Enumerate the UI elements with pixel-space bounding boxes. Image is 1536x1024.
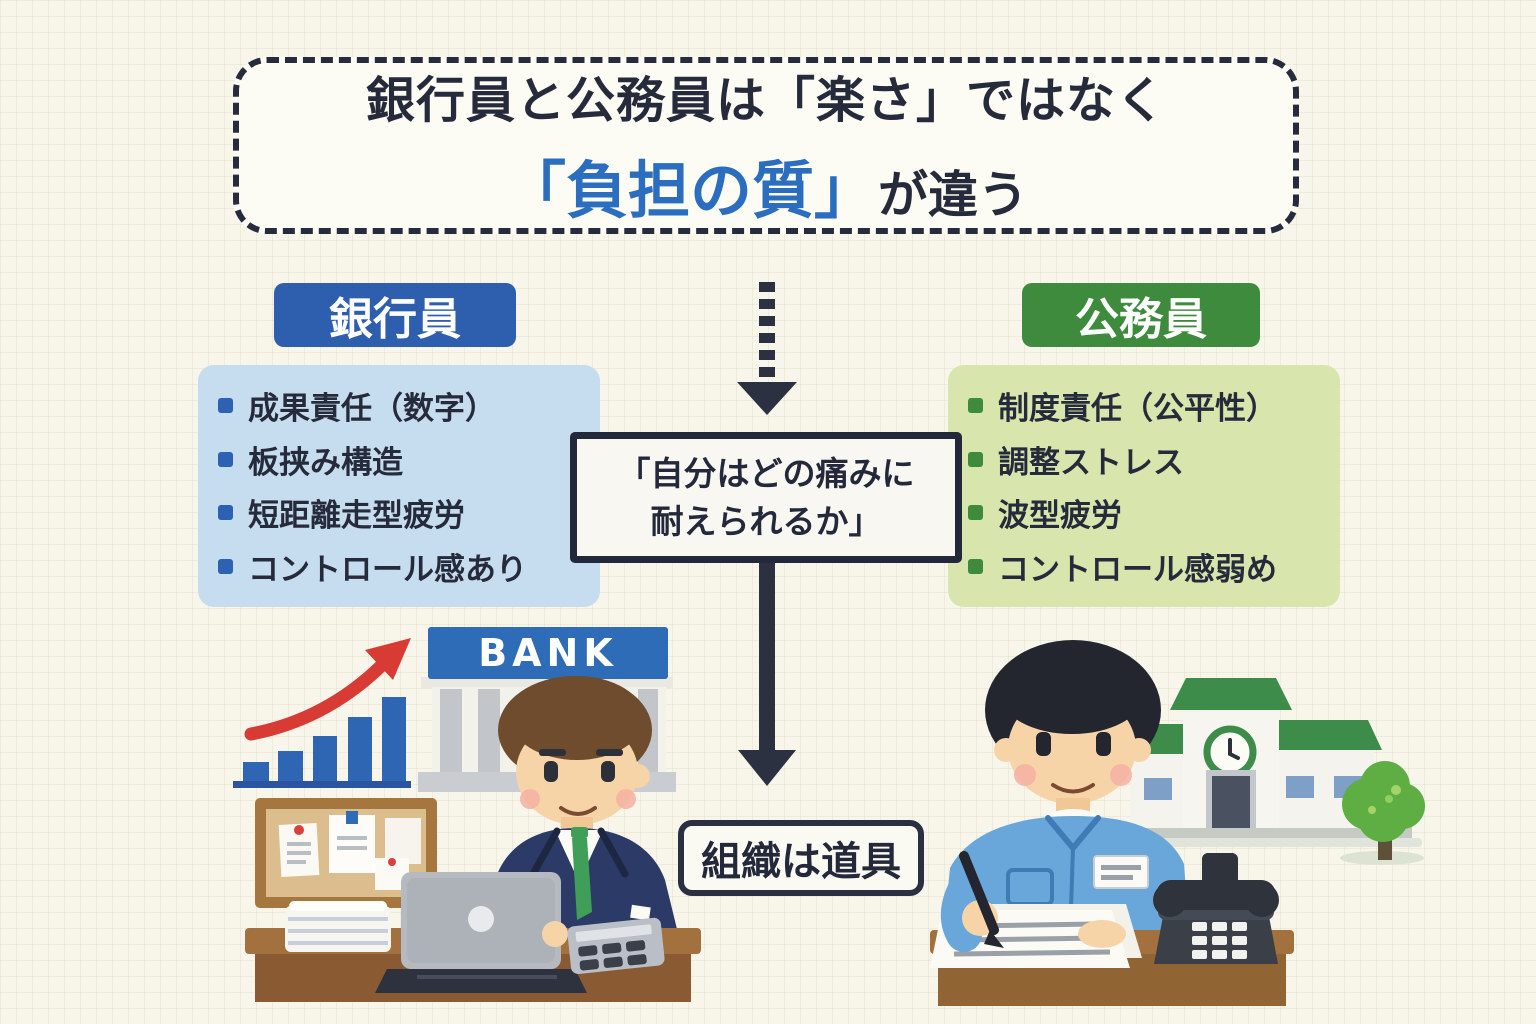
- bank-sign-text: BANK: [478, 631, 618, 675]
- calculator-icon: [567, 917, 665, 974]
- trait-label: 板挟み構造: [248, 444, 403, 481]
- down-dashed-arrow-icon: [737, 282, 797, 415]
- down-solid-arrow-icon: [738, 560, 796, 786]
- banker-scene-illustration: BANK: [233, 627, 701, 1002]
- pen-icon: [959, 851, 1004, 948]
- list-item: コントロール感弱め: [968, 544, 1320, 589]
- trait-label: 短距離走型疲労: [248, 498, 465, 535]
- bullet-square-icon: [218, 505, 233, 521]
- list-item: 波型疲労: [968, 490, 1320, 535]
- trait-label: 成果責任（数字）: [248, 391, 496, 428]
- hand: [542, 921, 568, 947]
- list-item: 成果責任（数字）: [218, 383, 580, 428]
- trait-label: 波型疲労: [998, 498, 1122, 535]
- bank-traits-panel: 成果責任（数字） 板挟み構造 短距離走型疲労 コントロール感あり: [198, 365, 600, 607]
- laptop-icon: [375, 872, 587, 993]
- question-box: 「自分はどの痛みに 耐えられるか」: [570, 432, 962, 563]
- trait-label: 制度責任（公平性）: [998, 391, 1277, 428]
- bullet-square-icon: [968, 398, 983, 414]
- name-tag: [1093, 855, 1149, 889]
- bullet-square-icon: [968, 558, 983, 574]
- title-line2-rest: が違う: [878, 166, 1028, 224]
- bullet-square-icon: [968, 451, 983, 467]
- dashed-arrow-shapes: [737, 282, 797, 415]
- bullet-square-icon: [218, 398, 233, 414]
- title-line1: 銀行員と公務員は「楽さ」ではなく: [365, 72, 1166, 129]
- trait-label: 調整ストレス: [998, 444, 1184, 481]
- question-line2: 耐えられるか」: [650, 501, 882, 541]
- bank-header-badge: 銀行員: [274, 283, 516, 347]
- telephone-icon: [1153, 853, 1279, 964]
- gov-header-badge: 公務員: [1022, 283, 1260, 347]
- title-line2: 「負担の質」 が違う: [504, 140, 1028, 230]
- gov-traits-panel: 制度責任（公平性） 調整ストレス 波型疲労 コントロール感弱め: [948, 365, 1340, 607]
- paper-stack-icon: [285, 901, 391, 952]
- tree-icon: [1340, 761, 1425, 865]
- bulletin-board-icon: [255, 798, 437, 908]
- bullet-square-icon: [218, 451, 233, 467]
- trait-label: コントロール感弱め: [998, 551, 1277, 588]
- title-box: 銀行員と公務員は「楽さ」ではなく 「負担の質」 が違う: [233, 57, 1299, 234]
- hand: [1078, 920, 1126, 948]
- list-item: コントロール感あり: [218, 544, 580, 589]
- bullet-square-icon: [218, 558, 233, 574]
- public-servant-scene-illustration: [930, 640, 1425, 1006]
- list-item: 板挟み構造: [218, 437, 580, 482]
- conclusion-box: 組織は道具: [678, 820, 924, 896]
- conclusion-label: 組織は道具: [701, 839, 901, 885]
- growth-arrow-icon: [244, 638, 411, 741]
- bullet-square-icon: [968, 505, 983, 521]
- trait-label: コントロール感あり: [248, 551, 527, 588]
- title-highlight: 「負担の質」: [503, 154, 876, 227]
- list-item: 短距離走型疲労: [218, 490, 580, 535]
- bar-chart-icon: [233, 697, 411, 788]
- question-line1: 「自分はどの痛みに: [617, 453, 915, 493]
- list-item: 制度責任（公平性）: [968, 383, 1320, 428]
- list-item: 調整ストレス: [968, 437, 1320, 482]
- solid-arrow-shapes: [738, 560, 796, 786]
